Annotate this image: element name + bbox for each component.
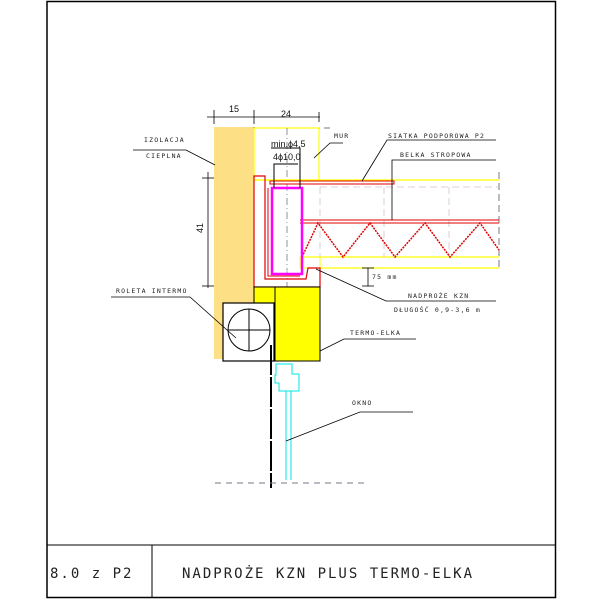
insulation-label-1: IZOLACJA xyxy=(144,136,185,144)
wall-width-label: 24 xyxy=(281,109,291,119)
insulation-width-label: 15 xyxy=(229,104,239,114)
beam-label: BELKA STROPOWA xyxy=(400,151,472,159)
gap-label: 75 mm xyxy=(372,273,398,281)
rebar-main-label: 4ϕ10,0 xyxy=(273,152,301,162)
lintel-label-2: DŁUGOŚĆ 0,9-3,6 m xyxy=(394,305,481,314)
rebar-stirrup-inner xyxy=(274,190,300,272)
gap-dimension xyxy=(362,267,374,287)
height-dimension xyxy=(202,172,214,288)
window-label: OKNO xyxy=(352,399,372,407)
lintel-label-1: NADPROŻE KZN xyxy=(408,291,469,300)
lintel-height-label: 41 xyxy=(195,223,205,233)
rebar-leaders xyxy=(271,147,301,188)
termo-label: TERMO-ELKA xyxy=(350,329,401,337)
rebar-stirrup xyxy=(270,186,304,276)
rebar-min-label: min.ϕ4,5 xyxy=(271,139,306,149)
mesh-label: SIATKA PODPOROWA P2 xyxy=(388,132,485,140)
drawing-title: NADPROŻE KZN PLUS TERMO-ELKA xyxy=(182,564,474,582)
top-dimension xyxy=(207,110,320,124)
drawing-frame xyxy=(46,0,557,599)
support-mesh xyxy=(269,180,395,185)
lintel-inner xyxy=(267,188,300,277)
insulation-label-2: CIEPLNA xyxy=(146,152,182,160)
leader-lines xyxy=(111,139,496,442)
roller-label: ROLETA INTERMO xyxy=(116,287,188,295)
window-frame xyxy=(274,363,300,392)
sheet-number: 8.0 z P2 xyxy=(50,566,133,582)
wall-label: MUR xyxy=(334,132,349,140)
hollow-blocks xyxy=(319,186,499,257)
beam-truss xyxy=(301,221,500,259)
